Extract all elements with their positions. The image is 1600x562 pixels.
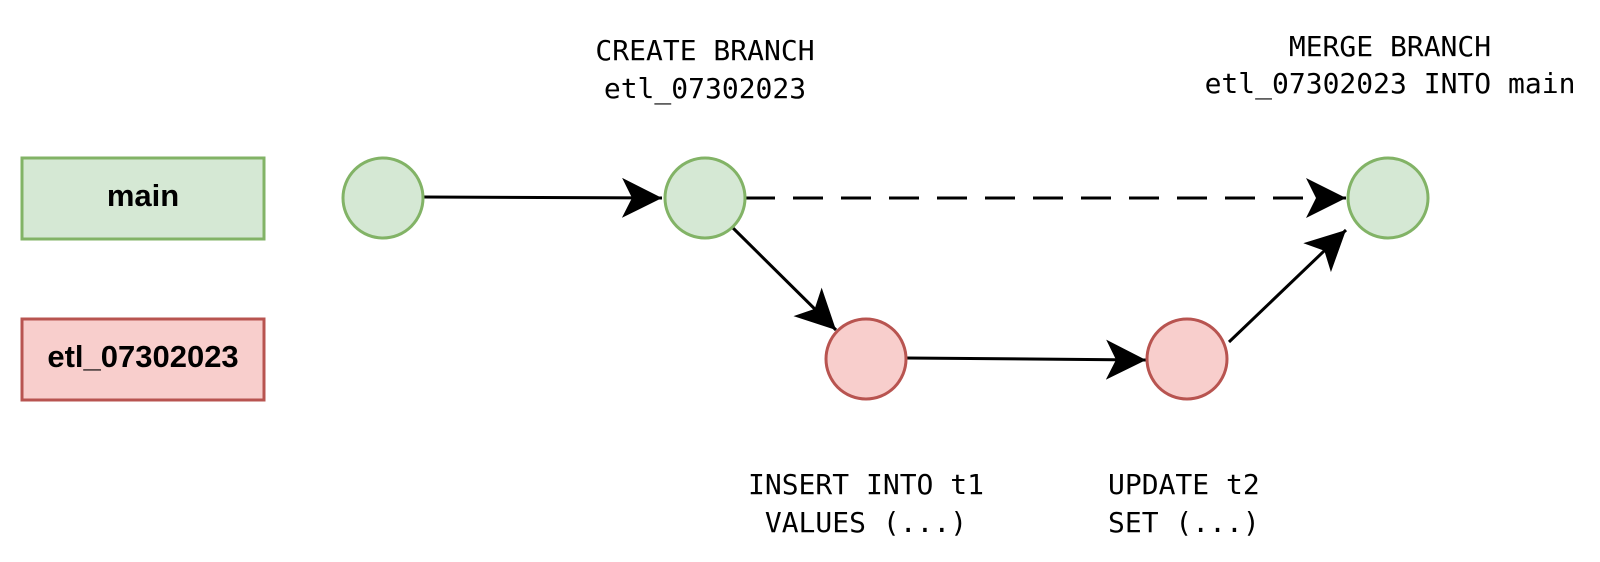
node-create-branch bbox=[663, 156, 747, 240]
edge-create-to-insert bbox=[731, 226, 838, 332]
edge-update-to-merge bbox=[1227, 228, 1348, 344]
lane-label-branch: etl_07302023 bbox=[47, 339, 238, 374]
node-main-start bbox=[341, 156, 425, 240]
edge-insert-to-update bbox=[905, 339, 1147, 380]
node-insert bbox=[824, 317, 908, 401]
annotation-create-branch-line1: CREATE BRANCH bbox=[595, 34, 814, 67]
annotation-create-branch-line2: etl_07302023 bbox=[604, 72, 806, 106]
edge-main-start-to-create bbox=[422, 177, 663, 218]
annotation-insert-line2: VALUES (...) bbox=[765, 506, 967, 539]
lane-box-branch bbox=[20, 317, 266, 402]
annotation-insert-line1: INSERT INTO t1 bbox=[748, 468, 984, 501]
annotation-merge-branch-line1: MERGE BRANCH bbox=[1289, 30, 1491, 63]
lane-label-main: main bbox=[107, 178, 179, 213]
lane-box-main bbox=[20, 156, 266, 241]
node-merge bbox=[1346, 156, 1430, 240]
annotation-update-line1: UPDATE t2 bbox=[1108, 468, 1260, 501]
node-update bbox=[1145, 317, 1229, 401]
annotation-update-line2: SET (...) bbox=[1108, 506, 1260, 539]
annotation-merge-branch-line2: etl_07302023 INTO main bbox=[1205, 67, 1576, 101]
